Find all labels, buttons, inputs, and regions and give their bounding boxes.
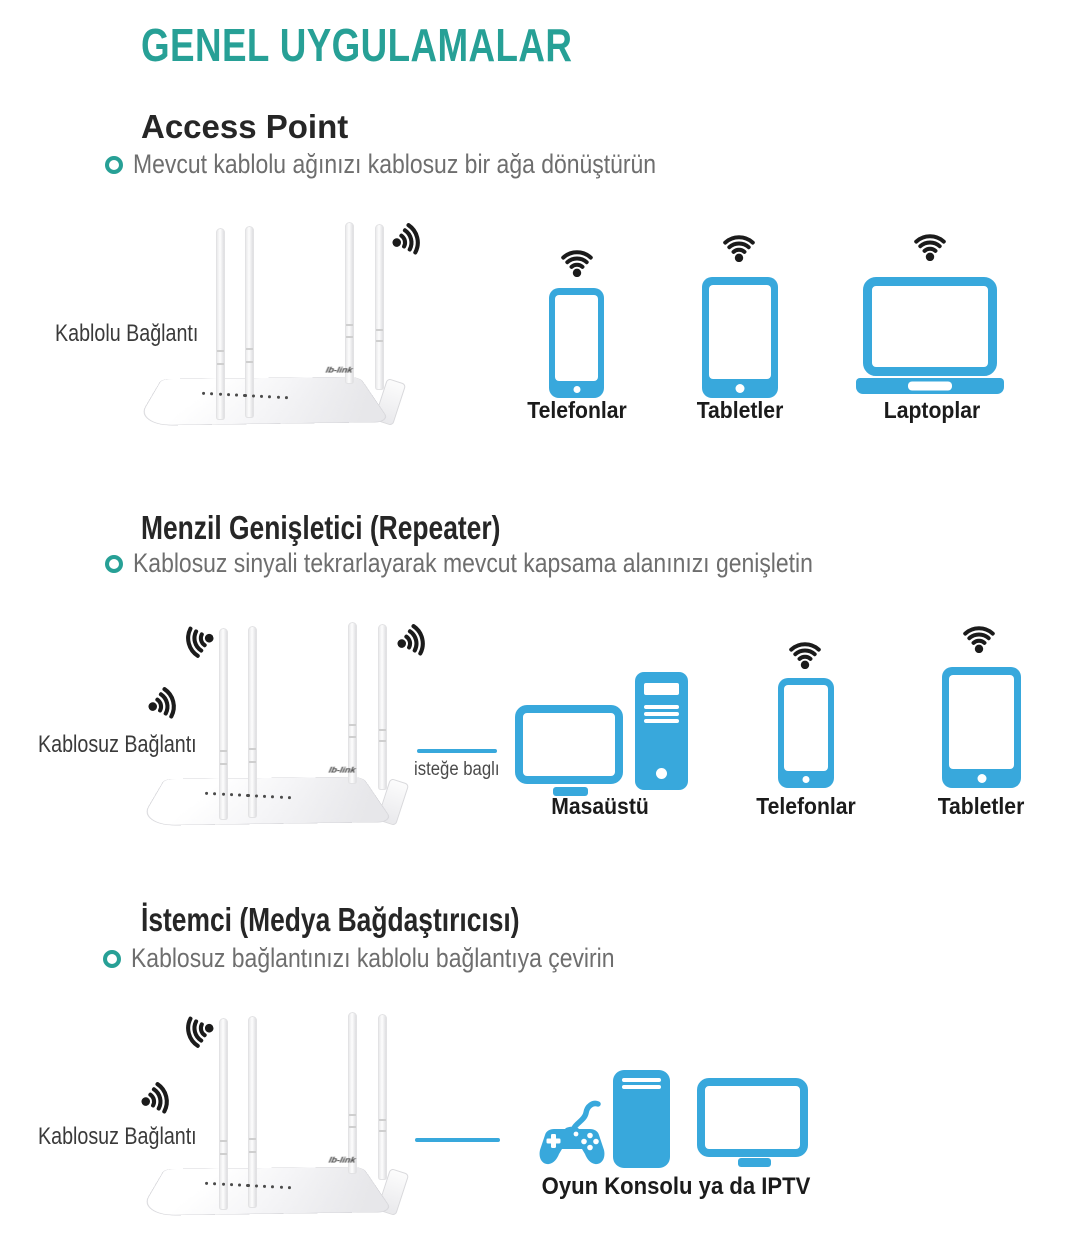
device-label: Masaüstü: [551, 793, 649, 819]
device-label: Telefonlar: [527, 397, 627, 423]
wifi-signal-icon: [718, 225, 760, 262]
connection-label: Kablosuz Bağlantı: [38, 731, 197, 758]
tablet-icon: [942, 667, 1021, 788]
router-antenna-icon: [345, 222, 354, 384]
router-illustration: lb-link: [130, 222, 410, 437]
media-box-icon: [613, 1070, 670, 1168]
router-body: [136, 776, 394, 826]
router-antenna-icon: [378, 1014, 387, 1180]
router-antenna-icon: [348, 1012, 357, 1174]
bullet-circle-icon: [103, 949, 121, 968]
phone-icon: [778, 678, 834, 788]
connection-label: Kablosuz Bağlantı: [38, 1123, 197, 1150]
laptop-screen-icon: [863, 277, 997, 376]
monitor-stand-icon: [553, 787, 588, 796]
router-brand-logo: lb-link: [325, 365, 354, 375]
wifi-signal-icon: [958, 616, 1000, 653]
desktop-tower-icon: [635, 672, 688, 790]
game-controller-icon: [539, 1100, 605, 1165]
section-subtitle-row: Kablosuz sinyali tekrarlayarak mevcut ka…: [105, 548, 933, 579]
connection-label: Kablolu Bağlantı: [55, 320, 199, 347]
desktop-monitor-icon: [515, 705, 623, 784]
router-antenna-icon: [216, 228, 225, 420]
section-subtitle: Mevcut kablolu ağınızı kablosuz bir ağa …: [133, 149, 657, 179]
device-label: Laptoplar: [883, 397, 981, 423]
router-illustration: lb-link: [133, 1012, 413, 1227]
wifi-signal-icon: [909, 224, 951, 261]
section-heading-repeater: Menzil Genişletici (Repeater): [141, 509, 501, 546]
optional-link-line: [417, 749, 497, 753]
tv-stand-icon: [738, 1158, 771, 1167]
section-subtitle: Kablosuz sinyali tekrarlayarak mevcut ka…: [133, 548, 813, 578]
router-antenna-icon: [248, 1016, 257, 1208]
router-antenna-icon: [348, 622, 357, 784]
optional-link-label: isteğe baglı: [414, 759, 500, 780]
tv-screen-icon: [697, 1078, 808, 1157]
router-antenna-icon: [248, 626, 257, 818]
section-subtitle-row: Kablosuz bağlantınızı kablolu bağlantıya…: [103, 943, 700, 974]
phone-icon: [549, 288, 604, 398]
router-antenna-icon: [378, 624, 387, 790]
device-label: Telefonlar: [756, 793, 856, 819]
device-label: Tabletler: [937, 793, 1025, 819]
device-label: Tabletler: [696, 397, 784, 423]
router-brand-logo: lb-link: [328, 1155, 357, 1165]
router-antenna-icon: [245, 226, 254, 418]
bullet-circle-icon: [105, 155, 123, 174]
router-antenna-icon: [219, 628, 228, 820]
router-illustration: lb-link: [133, 622, 413, 837]
page-title: GENEL UYGULAMALAR: [141, 19, 573, 71]
router-antenna-icon: [375, 224, 384, 390]
tablet-icon: [702, 277, 778, 398]
section-heading-access-point: Access Point: [141, 108, 349, 145]
bullet-circle-icon: [105, 554, 123, 573]
router-brand-logo: lb-link: [328, 765, 357, 775]
router-body: [136, 1166, 394, 1216]
laptop-base-icon: [856, 378, 1004, 394]
device-label: Oyun Konsolu ya da IPTV: [541, 1173, 811, 1200]
wired-link-line: [415, 1138, 500, 1142]
router-body: [133, 376, 391, 426]
section-subtitle-row: Mevcut kablolu ağınızı kablosuz bir ağa …: [105, 149, 748, 180]
wifi-signal-icon: [784, 632, 826, 669]
section-heading-client: İstemci (Medya Bağdaştırıcısı): [141, 901, 520, 938]
router-antenna-icon: [219, 1018, 228, 1210]
section-subtitle: Kablosuz bağlantınızı kablolu bağlantıya…: [131, 943, 615, 973]
wifi-signal-icon: [556, 240, 598, 277]
